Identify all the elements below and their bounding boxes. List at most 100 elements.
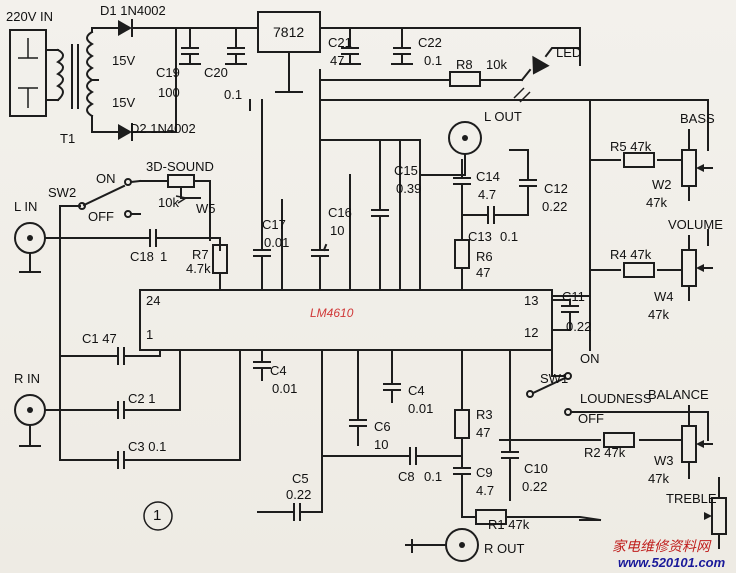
c13-label: C13	[468, 229, 492, 244]
capacitor-c8	[321, 447, 463, 469]
c22-value: 0.1	[424, 53, 443, 68]
capacitor-c18	[119, 229, 221, 251]
c11-label: C11	[562, 289, 585, 304]
volume-label: VOLUME	[668, 217, 723, 232]
c17-label: C17	[262, 217, 286, 232]
transformer-label: T1	[60, 131, 76, 146]
resistor-r2	[603, 432, 635, 448]
c16-value: 10	[330, 223, 345, 238]
loudness-label: LOUDNESS	[580, 391, 652, 406]
w5-label: W5	[196, 201, 216, 216]
c12-value: 0.22	[542, 199, 568, 214]
v1-label: 15V	[112, 53, 136, 68]
c9-value: 4.7	[476, 483, 495, 498]
c9-label: C9	[476, 465, 493, 480]
l-out-label: L OUT	[484, 109, 522, 124]
w3-label: W3	[654, 453, 674, 468]
transformer-core	[71, 44, 79, 109]
capacitor-c4-right	[383, 349, 401, 403]
pot-w2	[681, 149, 697, 187]
v2-label: 15V	[112, 95, 136, 110]
w2-label: W2	[652, 177, 672, 192]
pot-w5	[167, 174, 195, 188]
r7-value: 4.7k	[186, 261, 211, 276]
c14-value: 4.7	[478, 187, 497, 202]
c10-label: C10	[524, 461, 548, 476]
r7-label: R7	[192, 247, 209, 262]
c4-right-label: C4	[408, 383, 425, 398]
c21-label: C21	[328, 35, 352, 50]
mains-terminals	[18, 38, 38, 108]
capacitor-c4-left	[253, 349, 271, 381]
regulator-label: 7812	[273, 24, 305, 40]
sw2-on-label: ON	[96, 171, 116, 186]
c5-value: 0.22	[286, 487, 312, 502]
c12-label: C12	[544, 181, 568, 196]
c11-value: 0.22	[566, 319, 592, 334]
led-diode	[532, 55, 550, 75]
w4-value: 47k	[648, 307, 669, 322]
resistor-r3	[454, 409, 470, 439]
regulated-bus	[319, 27, 581, 66]
ic-label: LM4610	[310, 306, 354, 320]
diode-leads	[111, 27, 177, 133]
switch-sw2	[82, 184, 126, 207]
sw1-off-label: OFF	[578, 411, 604, 426]
c8-value: 0.1	[424, 469, 443, 484]
c20-label: C20	[204, 65, 228, 80]
c4-left-label: C4	[270, 363, 287, 378]
c19-label: C19	[156, 65, 180, 80]
capacitor-c13	[461, 206, 529, 224]
led-label: LED	[556, 45, 582, 60]
c5-label: C5	[292, 471, 309, 486]
capacitor-c11	[551, 299, 579, 331]
balance-label: BALANCE	[648, 387, 709, 402]
r1-label: R1 47k	[488, 517, 530, 532]
ic-lm4610	[139, 289, 553, 351]
bass-label: BASS	[680, 111, 715, 126]
c21-value: 47	[330, 53, 345, 68]
treble-label: TREBLE	[666, 491, 717, 506]
capacitor-c17	[249, 99, 271, 291]
r6-label: R6	[476, 249, 493, 264]
c8-label: C8	[398, 469, 415, 484]
c3-label: C3 0.1	[128, 439, 167, 454]
c6-value: 10	[374, 437, 389, 452]
switch-sw1	[531, 376, 567, 395]
r2-label: R2 47k	[584, 445, 626, 460]
resistor-r8	[449, 71, 481, 87]
secondary-leads	[91, 27, 113, 133]
capacitor-c19	[179, 27, 201, 65]
w4-label: W4	[654, 289, 674, 304]
3d-sound-label: 3D-SOUND	[146, 159, 214, 174]
pin1-label: 1	[146, 327, 154, 342]
c19-value: 100	[158, 85, 180, 100]
c2-label: C2 1	[128, 391, 156, 406]
w5-value: 10k	[158, 195, 179, 210]
regulator-ground	[275, 51, 303, 93]
pot-w4	[681, 249, 697, 287]
mains-label: 220V IN	[6, 9, 53, 24]
pin24-label: 24	[146, 293, 161, 308]
c1-label: C1 47	[82, 331, 117, 346]
capacitor-c9	[453, 467, 471, 501]
watermark-chinese: 家电维修资料网	[612, 539, 710, 555]
c10-value: 0.22	[522, 479, 548, 494]
capacitor-c2	[117, 349, 181, 419]
sw1-on-label: ON	[580, 351, 600, 366]
r3-label: R3	[476, 407, 493, 422]
capacitor-c16	[311, 139, 329, 291]
pot-w3	[681, 425, 697, 463]
resistor-r6	[454, 239, 470, 269]
capacitor-c20	[225, 27, 247, 65]
pin12-label: 12	[524, 325, 539, 340]
capacitor-c10	[501, 349, 519, 501]
c20-value: 0.1	[224, 87, 243, 102]
r4-label: R4 47k	[610, 247, 652, 262]
c18-value: 1	[160, 249, 168, 264]
r3-value: 47	[476, 425, 491, 440]
c15-value: 0.39	[396, 181, 422, 196]
r5-label: R5 47k	[610, 139, 652, 154]
